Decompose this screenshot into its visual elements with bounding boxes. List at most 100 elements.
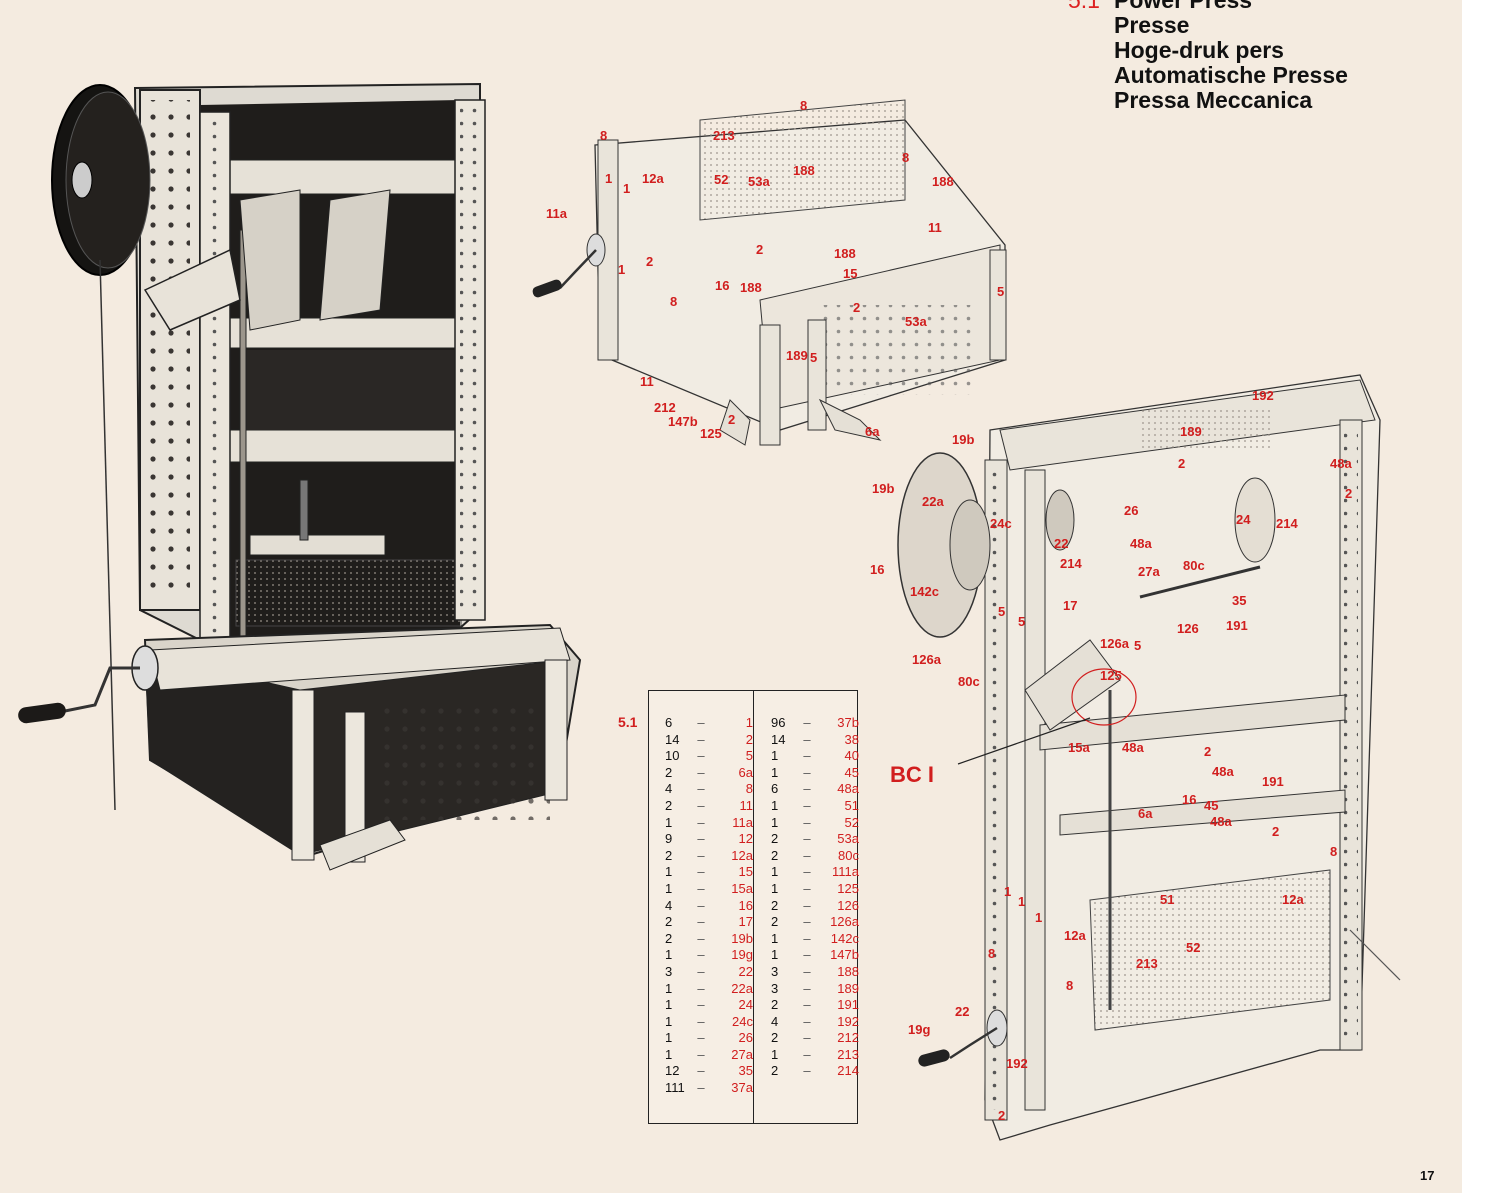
part-number: 147b (830, 947, 859, 963)
part-number: 111a (832, 864, 859, 880)
parts-row: 3–189 (771, 981, 871, 998)
parts-row: 2–17 (665, 914, 765, 931)
part-label: 192 (1006, 1056, 1028, 1071)
part-number: 15a (731, 880, 753, 896)
separator-dash: – (697, 748, 705, 764)
parts-row: 2–6a (665, 765, 765, 782)
parts-row: 4–8 (665, 781, 765, 798)
part-label: 2 (756, 242, 763, 257)
part-label: 126 (1177, 621, 1199, 636)
part-number: 24c (732, 1013, 753, 1029)
parts-row: 1–19g (665, 947, 765, 964)
part-label: 6a (865, 424, 880, 439)
crank-handle (18, 645, 159, 724)
part-number: 126a (830, 914, 859, 930)
part-label: 191 (1226, 618, 1248, 633)
part-quantity: 1 (771, 880, 779, 896)
parts-row: 1–45 (771, 765, 871, 782)
parts-row: 1–213 (771, 1047, 871, 1064)
separator-dash: – (697, 1063, 705, 1079)
part-label: 8 (1330, 844, 1337, 859)
title-italian: Pressa Meccanica (1114, 87, 1313, 113)
part-label: 24 (1236, 512, 1251, 527)
part-number: 22a (731, 980, 753, 996)
part-label: 5 (998, 604, 1005, 619)
separator-dash: – (697, 847, 705, 863)
part-label: 48a (1122, 740, 1144, 755)
parts-row: 2–12a (665, 848, 765, 865)
part-label: 8 (800, 98, 807, 113)
part-label: 5 (1018, 614, 1025, 629)
separator-dash: – (803, 748, 811, 764)
part-number: 5 (745, 748, 753, 764)
part-label: 5 (810, 350, 817, 365)
part-label: 19g (908, 1022, 930, 1037)
separator-dash: – (697, 731, 705, 747)
part-number: 51 (844, 797, 859, 813)
parts-row: 1–15a (665, 881, 765, 898)
parts-row: 1–26 (665, 1030, 765, 1047)
parts-row: 1–142c (771, 931, 871, 948)
part-quantity: 3 (665, 963, 673, 979)
part-label: 53a (905, 314, 927, 329)
title-row-english: 5.1 Power Press (1068, 0, 1348, 13)
part-number: 6a (738, 764, 753, 780)
part-label: 126a (912, 652, 942, 667)
part-quantity: 2 (771, 1063, 779, 1079)
separator-dash: – (803, 897, 811, 913)
part-label: 1 (1035, 910, 1042, 925)
part-label: 35 (1232, 593, 1246, 608)
separator-dash: – (803, 764, 811, 780)
part-label: 48a (1212, 764, 1234, 779)
part-label: 22 (1054, 536, 1068, 551)
part-number: 125 (837, 880, 859, 896)
part-quantity: 1 (665, 1013, 673, 1029)
separator-dash: – (803, 997, 811, 1013)
part-label: 8 (670, 294, 677, 309)
separator-dash: – (803, 731, 811, 747)
part-quantity: 4 (771, 1013, 779, 1029)
part-label: 12a (1064, 928, 1086, 943)
part-label: 16 (715, 278, 729, 293)
separator-dash: – (697, 781, 705, 797)
title-german: Automatische Presse (1114, 62, 1348, 88)
part-label: 27a (1138, 564, 1160, 579)
part-quantity: 3 (771, 980, 779, 996)
part-number: 192 (837, 1013, 859, 1029)
parts-row: 2–214 (771, 1063, 871, 1080)
model-number: 5.1 (1068, 0, 1100, 13)
parts-row: 3–22 (665, 964, 765, 981)
separator-dash: – (697, 831, 705, 847)
part-number: 191 (837, 997, 859, 1013)
part-quantity: 1 (771, 864, 779, 880)
part-label: 192 (1252, 388, 1274, 403)
part-quantity: 1 (665, 1030, 673, 1046)
part-number: 52 (844, 814, 859, 830)
separator-dash: – (697, 1080, 705, 1096)
part-number: 17 (738, 914, 753, 930)
separator-dash: – (803, 1063, 811, 1079)
part-label: 214 (1276, 516, 1298, 531)
parts-set-label: 5.1 (618, 714, 638, 730)
separator-dash: – (697, 980, 705, 996)
parts-row: 2–80c (771, 848, 871, 865)
part-quantity: 2 (771, 1030, 779, 1046)
parts-row: 4–192 (771, 1014, 871, 1031)
parts-row: 1–15 (665, 864, 765, 881)
separator-dash: – (803, 781, 811, 797)
part-number: 12a (731, 847, 753, 863)
parts-row: 2–11 (665, 798, 765, 815)
separator-dash: – (803, 864, 811, 880)
part-quantity: 10 (665, 748, 680, 764)
part-label: 1 (605, 171, 612, 186)
part-label: 17 (1063, 598, 1077, 613)
right-diagram-labels: 192 189 19b 19b 22a 24c 26 48a 2 2 24 21… (870, 388, 1352, 1123)
part-label: 80c (958, 674, 980, 689)
part-number: 26 (738, 1030, 753, 1046)
part-quantity: 6 (771, 781, 779, 797)
separator-dash: – (697, 715, 705, 730)
part-label: 2 (646, 254, 653, 269)
parts-row: 111–37a (665, 1080, 765, 1097)
part-number: 37b (837, 715, 859, 730)
